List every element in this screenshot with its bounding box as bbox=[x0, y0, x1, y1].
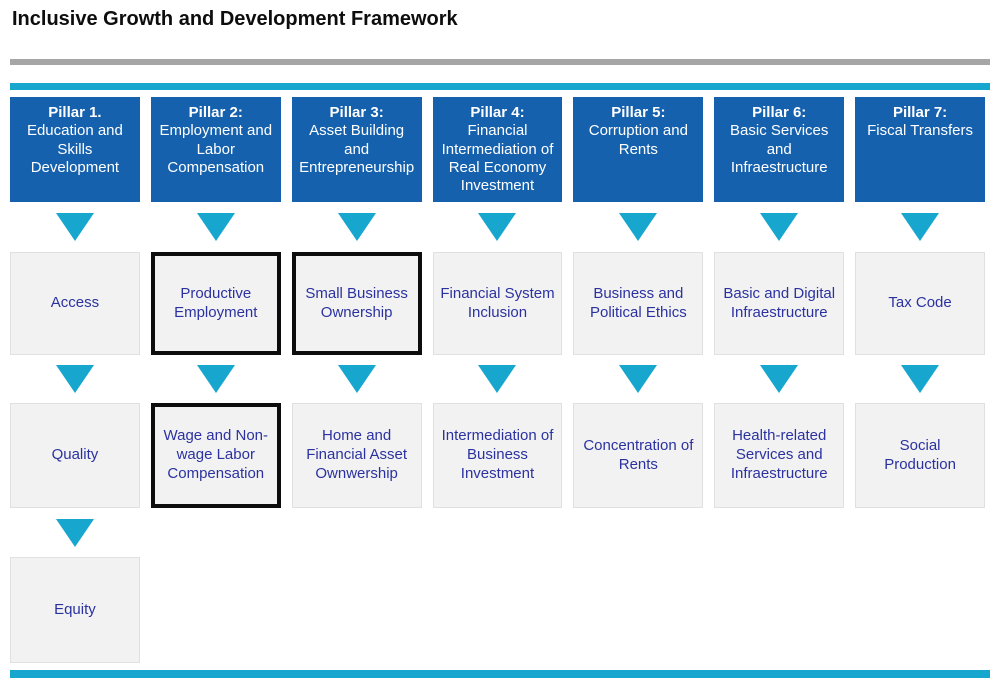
outcome-tax-code-label: Tax Code bbox=[888, 294, 952, 312]
down-arrow-icon bbox=[55, 518, 94, 547]
outcome-health-related-services: Health-related Services and Infraestruct… bbox=[714, 403, 845, 508]
footer-teal-bar bbox=[10, 670, 990, 678]
outcome-home-financial-asset: Home and Financial Asset Ownwership bbox=[291, 403, 422, 508]
outcome-health-related-services-label: Health-related Services and Infraestruct… bbox=[730, 427, 828, 482]
outcome-intermediation-business-investment-label: Intermediation of Business Investment bbox=[441, 427, 554, 482]
arrow-cell bbox=[855, 202, 985, 252]
down-arrow-icon bbox=[901, 365, 940, 393]
pillar-1-label: Pillar 1. bbox=[48, 104, 102, 121]
down-arrow-icon bbox=[337, 365, 376, 393]
outcome-basic-digital-infrastructure: Basic and Digital Infraestructure bbox=[714, 252, 845, 355]
arrow-cell bbox=[10, 355, 140, 403]
outcome-home-financial-asset-label: Home and Financial Asset Ownwership bbox=[306, 427, 408, 482]
outcome-wage-compensation-label: Wage and Non-wage Labor Compensation bbox=[163, 427, 269, 482]
down-arrow-icon bbox=[55, 213, 94, 241]
outcome-quality-label: Quality bbox=[51, 446, 99, 464]
pillar-6-title: Basic Services and Infraestructure bbox=[730, 122, 829, 176]
pillar-5-label: Pillar 5: bbox=[611, 104, 666, 121]
outcome-wage-compensation: Wage and Non-wage Labor Compensation bbox=[150, 403, 281, 508]
down-arrow-icon bbox=[901, 213, 940, 241]
outcome-concentration-of-rents: Concentration of Rents bbox=[573, 403, 704, 508]
pillar-5-title: Corruption and Rents bbox=[588, 122, 688, 158]
down-arrow-icon bbox=[619, 213, 658, 241]
down-arrow-icon bbox=[337, 213, 376, 241]
pillar-7-title: Fiscal Transfers bbox=[867, 122, 973, 140]
outcome-financial-system-inclusion: Financial System Inclusion bbox=[432, 252, 563, 355]
outcome-equity: Equity bbox=[10, 557, 140, 663]
arrow-cell bbox=[855, 355, 985, 403]
arrow-cell bbox=[10, 508, 140, 557]
pillar-3-title: Asset Building and Entrepreneurship bbox=[299, 122, 415, 176]
arrow-cell bbox=[151, 202, 281, 252]
outcome-small-business-ownership-label: Small Business Ownership bbox=[305, 284, 408, 321]
pillar-4-header: Pillar 4: Financial Intermediation of Re… bbox=[432, 97, 563, 202]
arrow-cell bbox=[433, 202, 563, 252]
framework-grid: Pillar 1. Education and Skills Developme… bbox=[10, 97, 985, 663]
pillar-7-header: Pillar 7: Fiscal Transfers bbox=[855, 97, 985, 202]
down-arrow-icon bbox=[760, 213, 799, 241]
arrow-cell bbox=[433, 355, 563, 403]
outcome-basic-digital-infrastructure-label: Basic and Digital Infraestructure bbox=[723, 284, 836, 321]
outcome-business-political-ethics-label: Business and Political Ethics bbox=[590, 284, 687, 321]
arrow-cell bbox=[292, 202, 422, 252]
arrow-cell bbox=[292, 355, 422, 403]
arrow-cell bbox=[151, 355, 281, 403]
outcome-social-production: Social Production bbox=[855, 403, 985, 508]
arrow-cell bbox=[573, 355, 703, 403]
outcome-intermediation-business-investment: Intermediation of Business Investment bbox=[432, 403, 563, 508]
outcome-access: Access bbox=[10, 252, 140, 355]
outcome-equity-label: Equity bbox=[54, 600, 96, 618]
outcome-social-production-label: Social Production bbox=[884, 436, 956, 473]
pillar-2-label: Pillar 2: bbox=[188, 104, 243, 121]
outcome-productive-employment: Productive Employment bbox=[150, 252, 281, 355]
outcome-productive-employment-label: Productive Employment bbox=[174, 284, 258, 321]
pillar-1-header: Pillar 1. Education and Skills Developme… bbox=[10, 97, 140, 202]
pillar-2-title: Employment and Labor Compensation bbox=[159, 122, 273, 176]
down-arrow-icon bbox=[196, 213, 235, 241]
pillar-3-header: Pillar 3: Asset Building and Entrepreneu… bbox=[291, 97, 422, 202]
pillar-6-header: Pillar 6: Basic Services and Infraestruc… bbox=[714, 97, 845, 202]
down-arrow-icon bbox=[760, 365, 799, 393]
down-arrow-icon bbox=[478, 365, 517, 393]
gray-divider-bar bbox=[10, 59, 990, 65]
arrow-cell bbox=[573, 202, 703, 252]
teal-divider-bar bbox=[10, 83, 990, 90]
outcome-concentration-of-rents-label: Concentration of Rents bbox=[583, 436, 694, 473]
arrow-cell bbox=[714, 355, 844, 403]
pillar-4-label: Pillar 4: bbox=[470, 104, 525, 121]
page-title: Inclusive Growth and Development Framewo… bbox=[12, 8, 458, 30]
pillar-3-label: Pillar 3: bbox=[329, 104, 384, 121]
outcome-financial-system-inclusion-label: Financial System Inclusion bbox=[440, 284, 555, 321]
pillar-7-label: Pillar 7: bbox=[892, 104, 948, 121]
arrow-cell bbox=[714, 202, 844, 252]
pillar-4-title: Financial Intermediation of Real Economy… bbox=[441, 122, 554, 195]
outcome-tax-code: Tax Code bbox=[855, 252, 985, 355]
outcome-access-label: Access bbox=[50, 294, 100, 312]
down-arrow-icon bbox=[478, 213, 517, 241]
pillar-1-title: Education and Skills Development bbox=[26, 122, 123, 176]
arrow-cell bbox=[10, 202, 140, 252]
down-arrow-icon bbox=[619, 365, 658, 393]
pillar-5-header: Pillar 5: Corruption and Rents bbox=[573, 97, 704, 202]
down-arrow-icon bbox=[196, 365, 235, 393]
down-arrow-icon bbox=[55, 365, 94, 393]
outcome-quality: Quality bbox=[10, 403, 140, 508]
outcome-small-business-ownership: Small Business Ownership bbox=[291, 252, 422, 355]
pillar-2-header: Pillar 2: Employment and Labor Compensat… bbox=[150, 97, 281, 202]
pillar-6-label: Pillar 6: bbox=[752, 104, 807, 121]
outcome-business-political-ethics: Business and Political Ethics bbox=[573, 252, 704, 355]
